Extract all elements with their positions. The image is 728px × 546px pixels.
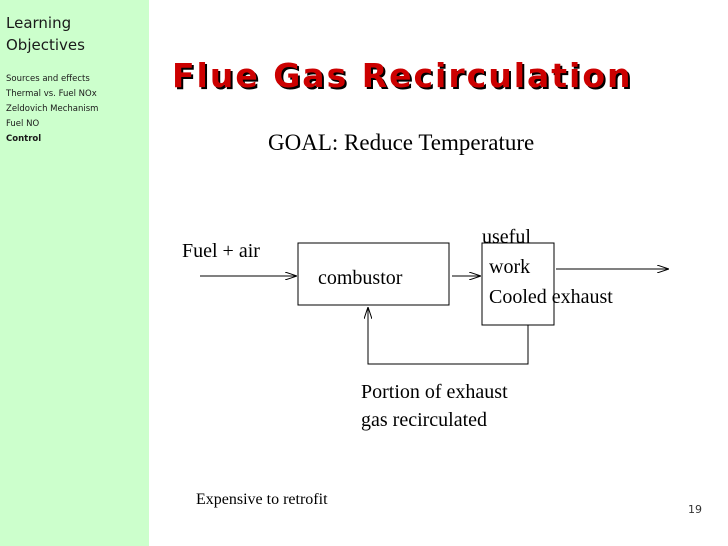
page-number: 19 [688, 503, 702, 516]
sidebar-item-zeldovich[interactable]: Zeldovich Mechanism [6, 104, 99, 114]
sidebar-item-control[interactable]: Control [6, 134, 42, 144]
sidebar-item-sources[interactable]: Sources and effects [6, 74, 90, 84]
sidebar: Learning Objectives Sources and effects … [0, 0, 149, 546]
recirculation-label-line1: Portion of exhaust [361, 381, 508, 403]
input-label: Fuel + air [182, 240, 260, 262]
recirculation-label-line2: gas recirculated [361, 409, 488, 431]
sidebar-heading: Learning Objectives [6, 14, 85, 54]
sidebar-item-fuel-no[interactable]: Fuel NO [6, 119, 40, 129]
work-label: work [489, 256, 531, 278]
recirculation-loop [368, 308, 529, 365]
exchanger-box [481, 242, 555, 326]
sidebar-item-thermal-vs-fuel[interactable]: Thermal vs. Fuel NOx [6, 89, 97, 99]
footer-note: Expensive to retrofit [196, 491, 328, 508]
sidebar-items: Sources and effects Thermal vs. Fuel NOx… [6, 72, 98, 147]
cooled-exhaust-label: Cooled exhaust [489, 286, 613, 308]
combustor-label: combustor [318, 267, 403, 289]
goal-text: GOAL: Reduce Temperature [268, 130, 535, 155]
slide-title: Flue Gas Recirculation [172, 56, 633, 95]
combustor-box [297, 242, 450, 306]
useful-label: useful [482, 226, 531, 248]
